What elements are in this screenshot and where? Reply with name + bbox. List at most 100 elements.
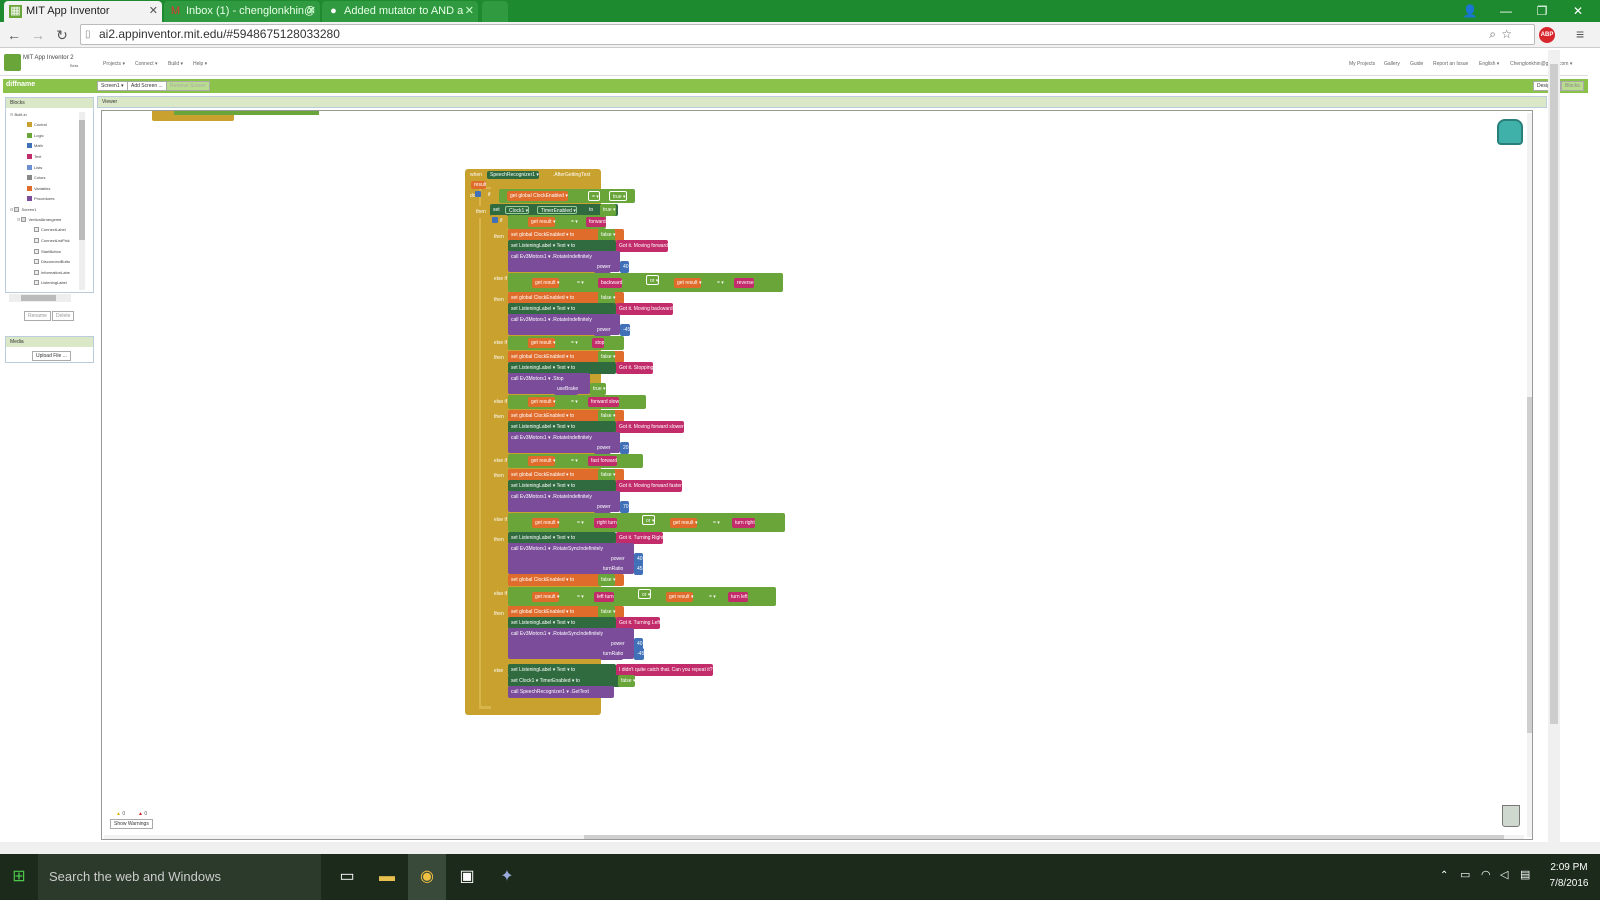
- battery-icon[interactable]: ▭: [1460, 869, 1471, 881]
- volume-icon[interactable]: ◁: [1500, 869, 1509, 881]
- eq-dropdown[interactable]: = ▾: [706, 592, 716, 602]
- string-backward[interactable]: backward: [598, 278, 623, 288]
- set-listening-label-block[interactable]: set ListeningLabel ▾ Text ▾ to: [508, 617, 616, 629]
- var-name[interactable]: global ClockEnabled ▾: [518, 193, 568, 199]
- upload-file-button[interactable]: Upload File ...: [32, 351, 71, 361]
- page-scrollbar[interactable]: [1548, 50, 1560, 842]
- close-tab-icon[interactable]: ✕: [464, 5, 474, 17]
- file-explorer-icon[interactable]: ▬: [379, 868, 395, 885]
- profile-icon[interactable]: 👤: [1462, 4, 1478, 18]
- menu-guide[interactable]: Guide: [1410, 61, 1424, 67]
- var-name[interactable]: result ▾: [685, 280, 702, 286]
- app-icon[interactable]: ✦: [500, 868, 514, 885]
- var-name[interactable]: global ClockEnabled ▾: [519, 232, 569, 238]
- tree-arrangement[interactable]: ⊟ VerticalArrangeme: [17, 217, 62, 223]
- menu-report-issue[interactable]: Report an Issue: [1433, 61, 1469, 67]
- get-result[interactable]: get result ▾: [670, 518, 698, 528]
- component-dropdown[interactable]: SpeechRecognizer1 ▾: [519, 689, 569, 695]
- notifications-icon[interactable]: ▤: [1520, 869, 1531, 881]
- or-dropdown[interactable]: or ▾: [646, 275, 660, 285]
- message-string[interactable]: Got it. Moving backward: [616, 303, 673, 315]
- component-dropdown[interactable]: ListeningLabel ▾: [519, 620, 556, 626]
- property-dropdown[interactable]: Text ▾: [556, 424, 570, 430]
- call-rotate-indefinitely[interactable]: call Ev3Motors1 ▾ .RotateIndefinitely: [508, 432, 592, 444]
- set-listening-label-block[interactable]: set ListeningLabel ▾ Text ▾ to: [508, 480, 616, 492]
- property-dropdown[interactable]: Text ▾: [556, 620, 570, 626]
- tree-component[interactable]: ListeningLabel: [34, 280, 67, 286]
- call-stop[interactable]: call Ev3Motors1 ▾ .Stop: [508, 373, 564, 385]
- get-result[interactable]: get result ▾: [532, 518, 560, 528]
- tree-vertical-scrollbar[interactable]: [79, 112, 85, 290]
- taskbar-search-box[interactable]: Search the web and Windows: [38, 854, 321, 900]
- delete-button[interactable]: Delete: [52, 311, 75, 321]
- menu-help[interactable]: Help ▾: [193, 61, 208, 67]
- component-dropdown[interactable]: ListeningLabel ▾: [519, 667, 556, 673]
- workspace-horizontal-scrollbar[interactable]: [104, 835, 1524, 839]
- offscreen-block[interactable]: [152, 111, 234, 121]
- message-string[interactable]: I didn't quite catch that. Can you repea…: [616, 664, 713, 676]
- message-string[interactable]: Got it. Moving forward faster: [616, 480, 682, 492]
- menu-build[interactable]: Build ▾: [168, 61, 184, 67]
- menu-connect[interactable]: Connect ▾: [135, 61, 158, 67]
- component-dropdown[interactable]: Ev3Motors1 ▾: [519, 546, 551, 552]
- get-result[interactable]: get result ▾: [528, 456, 556, 466]
- forward-arrow-icon[interactable]: →: [31, 27, 45, 43]
- number-block[interactable]: -45: [620, 324, 631, 336]
- set-global-clock-block[interactable]: set global ClockEnabled ▾ to: [508, 469, 624, 481]
- tree-item-lists[interactable]: Lists: [27, 165, 42, 171]
- backpack-icon[interactable]: [1497, 119, 1523, 145]
- set-listening-label-block[interactable]: set ListeningLabel ▾ Text ▾ to: [508, 421, 616, 433]
- property-dropdown[interactable]: Text ▾: [556, 535, 570, 541]
- task-view-icon[interactable]: ▭: [339, 868, 355, 885]
- var-name[interactable]: result ▾: [539, 458, 556, 464]
- clock1-dropdown[interactable]: Clock1 ▾: [505, 206, 530, 214]
- eq-dropdown[interactable]: = ▾: [710, 518, 720, 528]
- string-right-turn[interactable]: right turn: [594, 518, 617, 528]
- message-string[interactable]: Got it. Turning Right: [616, 532, 664, 544]
- number-block[interactable]: 40: [634, 638, 643, 650]
- tree-builtin[interactable]: ⊟ Built-in: [10, 112, 27, 117]
- get-result[interactable]: get result ▾: [528, 338, 556, 348]
- component-dropdown[interactable]: Ev3Motors1 ▾: [519, 631, 551, 637]
- menu-gallery[interactable]: Gallery: [1384, 61, 1400, 67]
- false-value[interactable]: false ▾: [598, 292, 616, 304]
- number-block[interactable]: 40: [620, 261, 629, 273]
- var-name[interactable]: global ClockEnabled ▾: [519, 577, 569, 583]
- var-name[interactable]: global ClockEnabled ▾: [519, 609, 569, 615]
- clock-date[interactable]: 7/8/2016: [1549, 878, 1589, 889]
- rename-button[interactable]: Rename: [24, 311, 51, 321]
- number-block[interactable]: 20: [620, 442, 629, 454]
- string-turn-left[interactable]: turn left: [728, 592, 748, 602]
- tab-inbox[interactable]: M Inbox (1) - chenglonkhin@ ✕: [164, 1, 320, 22]
- true-value[interactable]: true ▾: [600, 204, 616, 216]
- component-dropdown[interactable]: Ev3Motors1 ▾: [519, 254, 551, 260]
- tree-item-logic[interactable]: Logic: [27, 133, 44, 139]
- false-value[interactable]: false ▾: [598, 469, 616, 481]
- var-name[interactable]: result ▾: [677, 594, 694, 600]
- var-name[interactable]: global ClockEnabled ▾: [519, 295, 569, 301]
- minimize-icon[interactable]: —: [1500, 4, 1512, 18]
- var-name[interactable]: result ▾: [543, 594, 560, 600]
- var-name[interactable]: result ▾: [543, 280, 560, 286]
- tab-mit-app-inventor[interactable]: ▦ MIT App Inventor ✕: [4, 1, 162, 22]
- call-rotate-sync-indefinitely[interactable]: call Ev3Motors1 ▾ .RotateSyncIndefinitel…: [508, 543, 604, 555]
- tab-github[interactable]: ● Added mutator to AND a ✕: [322, 1, 478, 22]
- adblock-icon[interactable]: ABP: [1539, 27, 1555, 43]
- property-dropdown[interactable]: Text ▾: [556, 243, 570, 249]
- var-name[interactable]: global ClockEnabled ▾: [519, 413, 569, 419]
- message-string[interactable]: Got it. Moving forward: [616, 240, 668, 252]
- chrome-taskbar-button[interactable]: ◉: [408, 854, 446, 900]
- add-screen-button[interactable]: Add Screen ...: [127, 81, 167, 91]
- close-window-icon[interactable]: ✕: [1572, 4, 1584, 18]
- get-global-clock[interactable]: get global ClockEnabled ▾: [507, 191, 568, 201]
- call-rotate-indefinitely[interactable]: call Ev3Motors1 ▾ .RotateIndefinitely: [508, 314, 592, 326]
- or-dropdown[interactable]: or ▾: [642, 515, 656, 525]
- component-dropdown[interactable]: ListeningLabel ▾: [519, 424, 556, 430]
- designer-button[interactable]: Designer: [1533, 81, 1562, 91]
- tree-item-variables[interactable]: Variables: [27, 186, 50, 192]
- call-rotate-sync-indefinitely[interactable]: call Ev3Motors1 ▾ .RotateSyncIndefinitel…: [508, 628, 604, 640]
- screen-select-button[interactable]: Screen1 ▾: [97, 81, 128, 91]
- blocks-workspace[interactable]: when SpeechRecognizer1 ▾ .AfterGettingTe…: [101, 110, 1533, 840]
- tree-component[interactable]: ConnectLabel: [34, 227, 66, 233]
- search-icon[interactable]: ⌕: [1489, 27, 1496, 41]
